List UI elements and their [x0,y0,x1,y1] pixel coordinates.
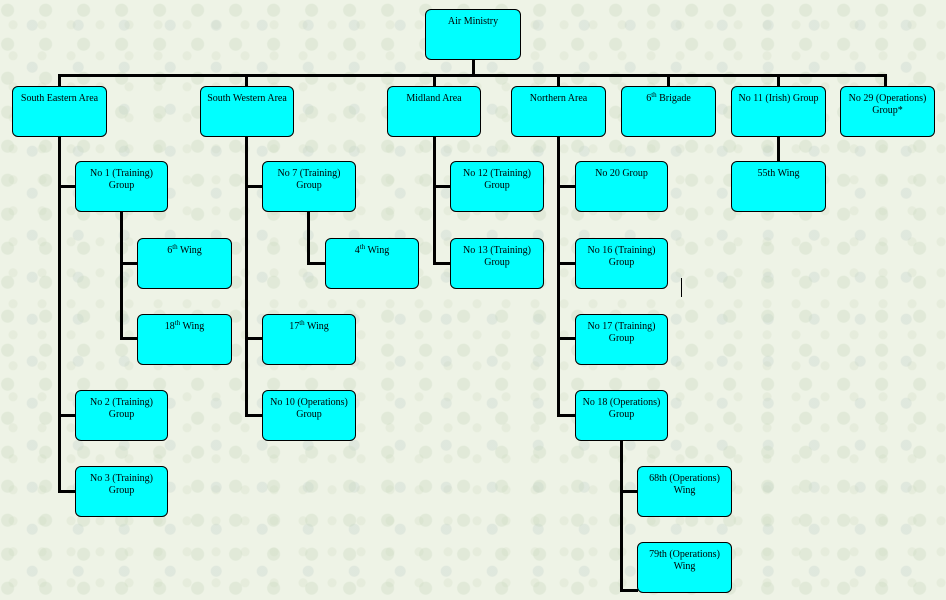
node-south-western-area: South Western Area [200,86,294,137]
connector-line [245,337,263,340]
node-6th-wing: 6th Wing [137,238,232,289]
node-no-16-training-group: No 16 (Training) Group [575,238,668,289]
connector-line [245,414,263,417]
node-4th-wing: 4th Wing [325,238,419,289]
node-no-18-operations-group: No 18 (Operations) Group [575,390,668,441]
connector-line [433,136,436,264]
node-68th-operations-wing: 68th (Operations) Wing [637,466,732,517]
node-no-2-training-group: No 2 (Training) Group [75,390,168,441]
node-label: South Eastern Area [20,93,99,104]
connector-line [620,490,638,493]
node-midland-area: Midland Area [387,86,481,137]
node-label: 4th Wing [354,243,390,257]
node-label: No 18 (Operations) Group [582,397,661,420]
node-label: 18th Wing [164,319,205,333]
node-northern-area: Northern Area [511,86,606,137]
connector-line [120,211,123,339]
connector-line [557,414,575,417]
node-label: South Western Area [207,93,287,104]
connector-line [557,136,560,416]
connector-line [58,74,61,88]
connector-line [884,74,887,88]
connector-line [307,262,325,265]
node-label: No 17 (Training) Group [587,321,656,344]
connector-line [620,440,623,591]
connector-line [58,136,61,492]
node-no-11-irish-group: No 11 (Irish) Group [731,86,826,137]
connector-line [120,337,138,340]
node-label: 55th Wing [757,168,800,179]
connector-line [557,185,575,188]
node-label: 6th Wing [167,243,202,257]
node-label: No 16 (Training) Group [587,245,656,268]
node-label: No 13 (Training) Group [463,245,531,268]
node-label: No 10 (Operations) Group [270,397,348,420]
node-79th-operations-wing: 79th (Operations) Wing [637,542,732,593]
node-label: 17th Wing [289,319,329,333]
node-label: No 12 (Training) Group [463,168,531,191]
node-no-1-training-group: No 1 (Training) Group [75,161,168,212]
node-label: No 2 (Training) Group [90,397,153,420]
connector-line [307,211,310,264]
node-no-10-operations-group: No 10 (Operations) Group [262,390,356,441]
connector-line [620,589,638,592]
node-no-20-group: No 20 Group [575,161,668,212]
connector-line [472,60,475,75]
connector-line [433,262,451,265]
node-label: No 3 (Training) Group [90,473,153,496]
node-label: Midland Area [406,93,462,104]
node-label: Northern Area [529,93,588,104]
connector-line [58,490,76,493]
node-18th-wing: 18th Wing [137,314,232,365]
connector-line [58,414,76,417]
node-6th-brigade: 6th Brigade [621,86,716,137]
node-south-eastern-area: South Eastern Area [12,86,107,137]
connector-line [557,337,575,340]
node-label: No 29 (Operations) Group* [848,93,927,116]
connector-line [777,136,780,161]
text-cursor [681,278,682,297]
node-label: 79th (Operations) Wing [649,549,720,572]
connector-line [667,74,670,88]
node-17th-wing: 17th Wing [262,314,356,365]
connector-line [777,74,780,88]
node-no-7-training-group: No 7 (Training) Group [262,161,356,212]
connector-line [557,262,575,265]
node-no-29-operations-group: No 29 (Operations) Group* [840,86,935,137]
connector-line [433,185,451,188]
node-label: 68th (Operations) Wing [649,473,720,496]
connector-line [245,136,248,416]
connector-line [245,74,248,88]
node-no-12-training-group: No 12 (Training) Group [450,161,544,212]
node-label: No 1 (Training) Group [90,168,153,191]
node-label: 6th Brigade [646,91,691,105]
node-label: Air Ministry [447,16,499,27]
connector-line [245,185,263,188]
connector-line [58,74,887,77]
node-label: No 7 (Training) Group [277,168,341,191]
node-label: No 11 (Irish) Group [738,93,819,104]
node-air-ministry: Air Ministry [425,9,521,60]
node-no-17-training-group: No 17 (Training) Group [575,314,668,365]
node-label: No 20 Group [595,168,648,179]
connector-line [557,74,560,88]
node-no-3-training-group: No 3 (Training) Group [75,466,168,517]
connector-line [433,74,436,88]
connector-line [120,262,138,265]
connector-line [58,185,76,188]
node-no-13-training-group: No 13 (Training) Group [450,238,544,289]
node-55th-wing: 55th Wing [731,161,826,212]
